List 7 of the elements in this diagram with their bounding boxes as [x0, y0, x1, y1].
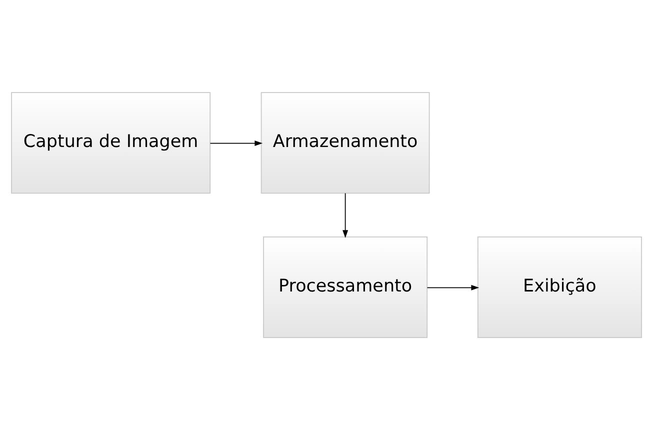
- node-box: Armazenamento: [260, 92, 430, 194]
- arrow: [342, 192, 348, 238]
- arrow: [426, 284, 480, 290]
- node-box: Captura de Imagem: [11, 92, 211, 194]
- arrow: [210, 140, 263, 146]
- node-box: Exibição: [477, 236, 642, 338]
- node-box: Processamento: [263, 236, 428, 338]
